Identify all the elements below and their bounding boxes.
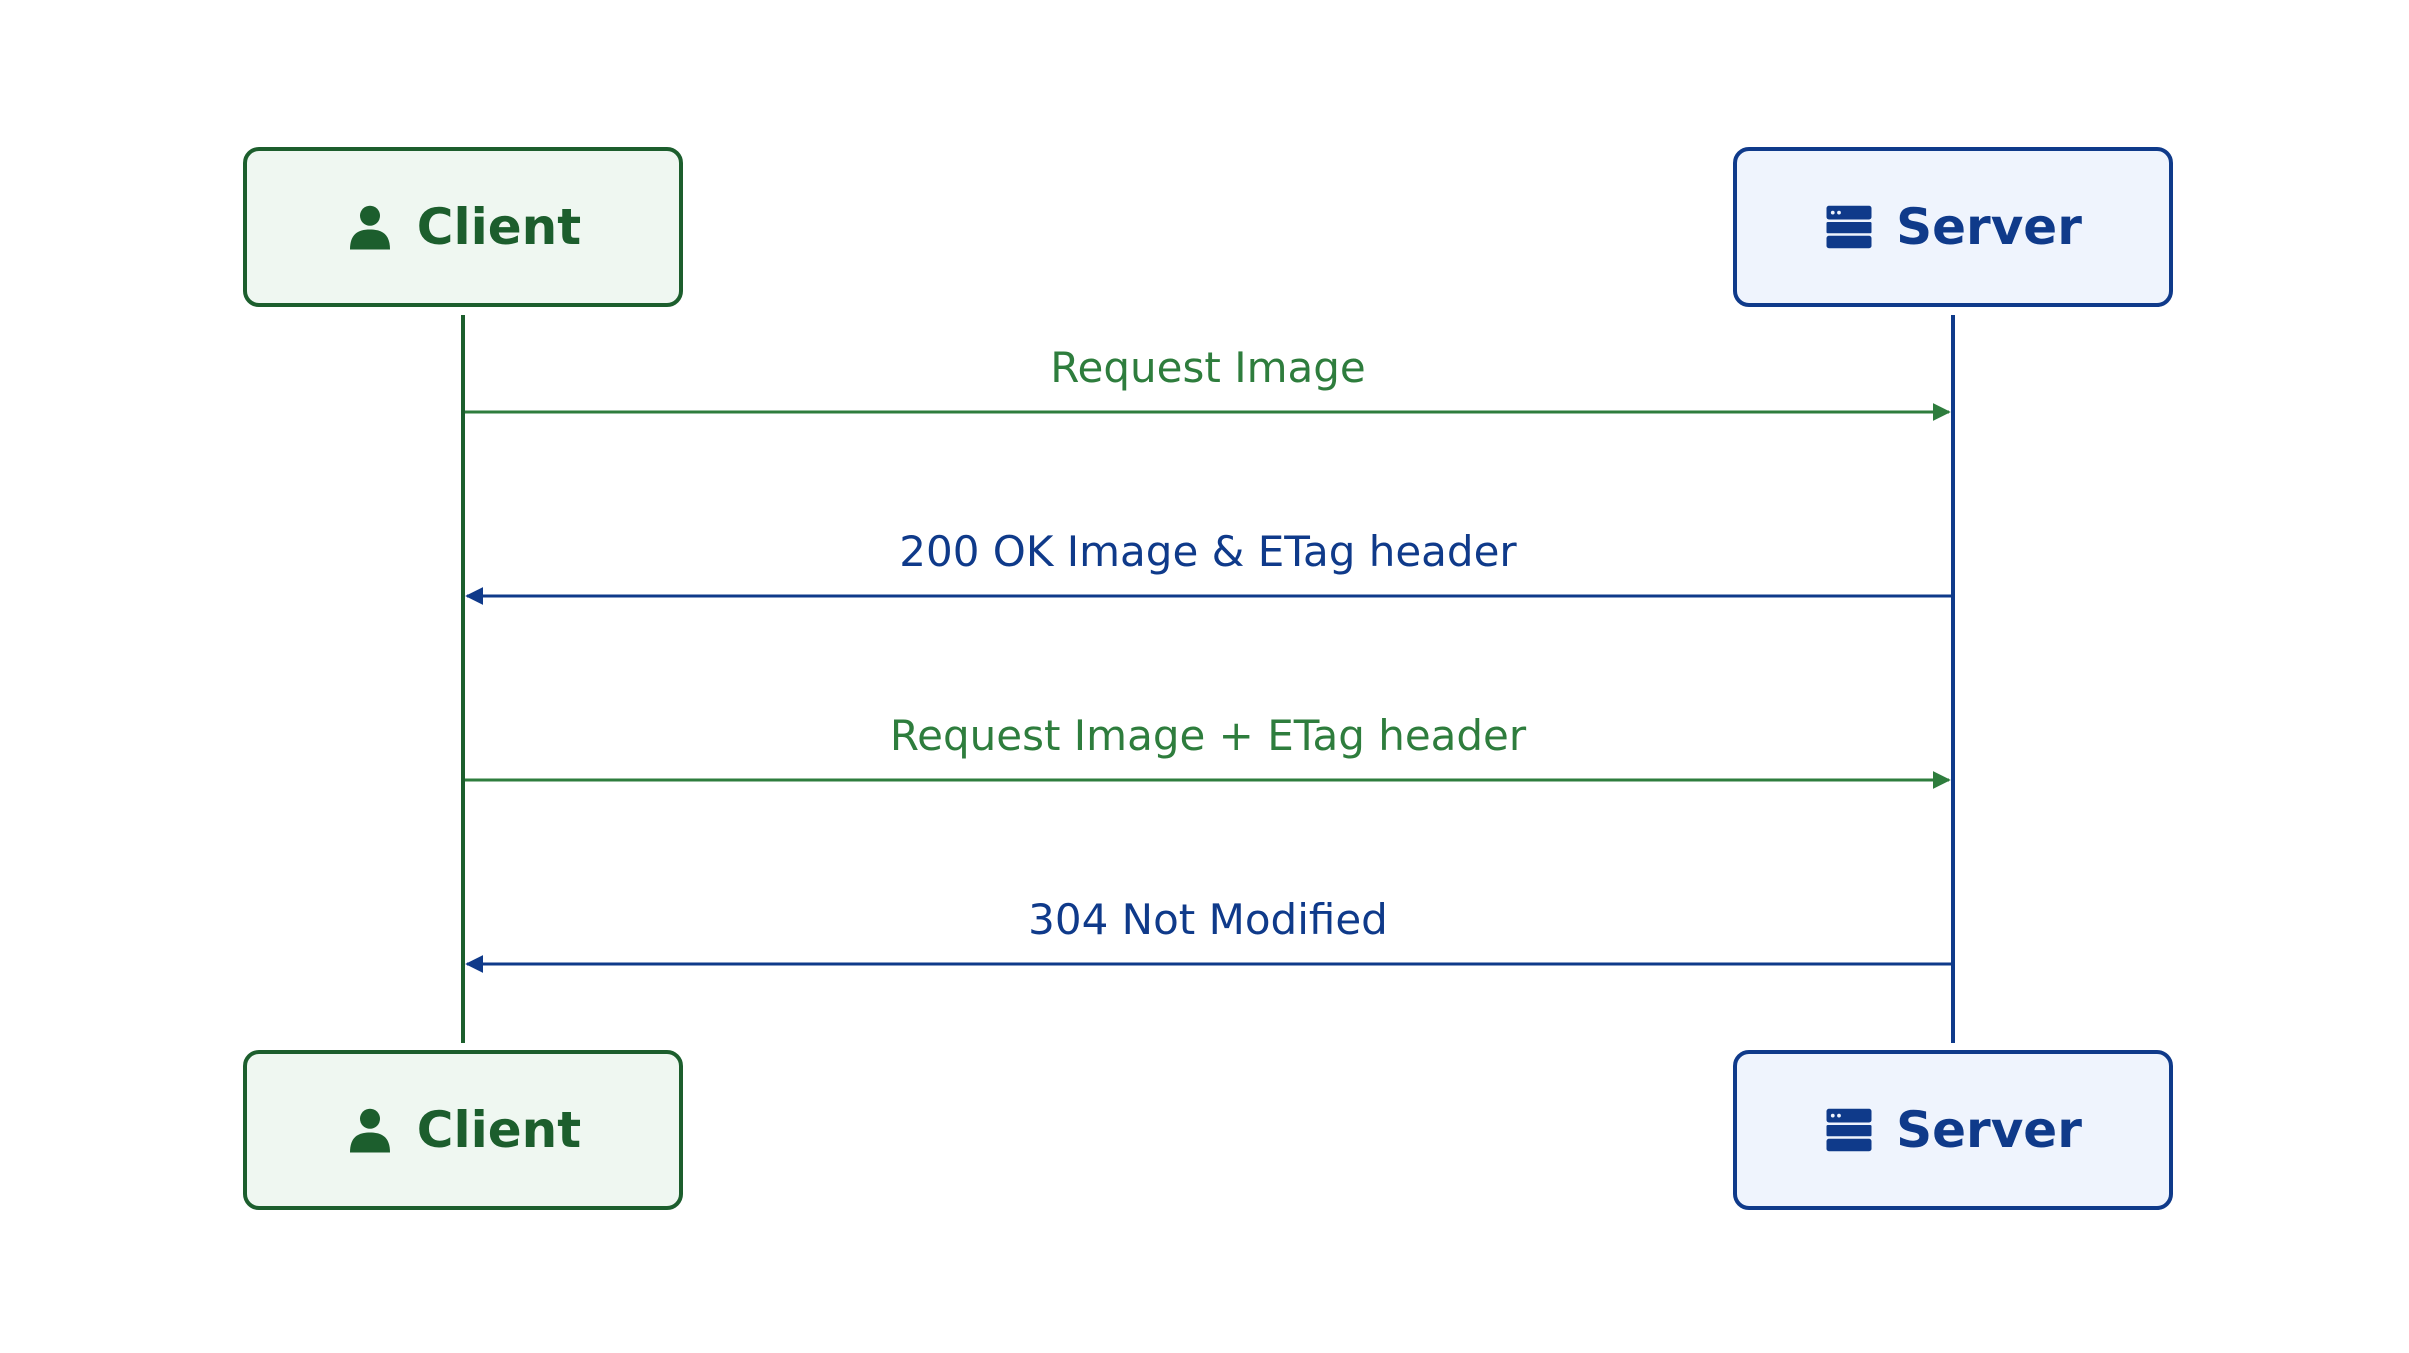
server-label: Server <box>1896 1101 2082 1159</box>
message-label-request-image: Request Image <box>1050 343 1366 392</box>
server-icon <box>1824 202 1874 252</box>
server-participant-top: Server <box>1733 147 2173 307</box>
server-icon <box>1824 1105 1874 1155</box>
user-icon <box>345 202 395 252</box>
user-icon <box>345 1105 395 1155</box>
client-participant-bottom: Client <box>243 1050 683 1210</box>
message-label-304: 304 Not Modified <box>1028 895 1388 944</box>
message-label-request-etag: Request Image + ETag header <box>889 711 1527 760</box>
client-participant-top: Client <box>243 147 683 307</box>
message-label-200-ok: 200 OK Image & ETag header <box>899 527 1517 576</box>
client-label: Client <box>416 198 582 256</box>
server-participant-bottom: Server <box>1733 1050 2173 1210</box>
client-label: Client <box>416 1101 582 1159</box>
server-label: Server <box>1896 198 2082 256</box>
